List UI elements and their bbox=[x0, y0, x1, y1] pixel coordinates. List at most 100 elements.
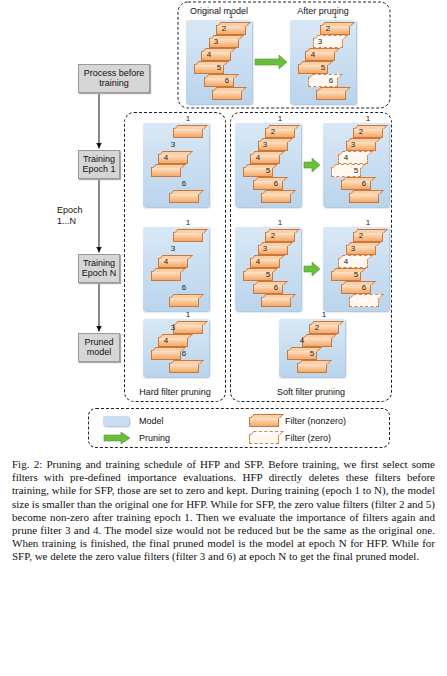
filter-box: 1 bbox=[309, 324, 339, 334]
filter-number: 6 bbox=[156, 350, 212, 358]
filter-box-zero: 2 bbox=[313, 38, 343, 48]
filter-number: 6 bbox=[336, 284, 392, 292]
legend-box: Model Filter (nonzero) Pruning Filter (zero… bbox=[88, 408, 390, 448]
model-panel: 1346 bbox=[143, 319, 209, 377]
filter-box: 6 bbox=[169, 193, 199, 203]
pruning-region: Soft filter pruning123456123456123456123… bbox=[230, 112, 392, 402]
filter-box: 2 bbox=[346, 141, 376, 151]
filter-number: 6 bbox=[248, 180, 304, 188]
panel-heading: After pruning bbox=[276, 6, 370, 17]
filter-box: 5 bbox=[253, 180, 283, 190]
model-panel: 123456 bbox=[235, 123, 301, 207]
filter-number: 3 bbox=[237, 141, 293, 149]
filter-number: 1 bbox=[203, 12, 259, 20]
process-box: Training Epoch 1 bbox=[78, 150, 120, 179]
filter-number: 1 bbox=[296, 311, 352, 319]
filter-number: 6 bbox=[248, 284, 304, 292]
pruning-arrow bbox=[304, 262, 320, 276]
legend-label: Model bbox=[139, 415, 164, 427]
filter-box-zero: 3 bbox=[338, 154, 368, 164]
legend-label: Filter (zero) bbox=[285, 432, 331, 444]
legend-item: Filter (zero) bbox=[249, 432, 389, 444]
filter-number: 5 bbox=[191, 64, 247, 72]
filter-number: 2 bbox=[300, 25, 356, 33]
filter-box: 2 bbox=[258, 245, 288, 255]
filter-box: 2 bbox=[302, 337, 332, 347]
filter-number: 6 bbox=[156, 284, 212, 292]
filter-number: 5 bbox=[295, 64, 351, 72]
before-training-region bbox=[178, 2, 390, 108]
legend-label: Pruning bbox=[139, 432, 170, 444]
filter-number: 1 bbox=[252, 115, 308, 123]
edge-label: Epoch 1...N bbox=[57, 205, 93, 226]
filter-box: 1 bbox=[173, 128, 203, 138]
filter-number: 4 bbox=[274, 337, 330, 345]
filter-box: 3 bbox=[250, 154, 280, 164]
filter-number: 3 bbox=[145, 324, 201, 332]
filter-box: 3 bbox=[305, 51, 335, 61]
filter-number: 5 bbox=[328, 271, 384, 279]
filter-box: 3 bbox=[250, 258, 280, 268]
filter-number: 4 bbox=[318, 258, 374, 266]
filter-number: 6 bbox=[336, 180, 392, 188]
filter-number: 5 bbox=[240, 167, 296, 175]
filter-number: 6 bbox=[199, 77, 255, 85]
filter-number: 5 bbox=[328, 167, 384, 175]
filter-box: 5 bbox=[204, 77, 234, 87]
region-label: Hard filter pruning bbox=[125, 387, 225, 398]
filter-box-zero: 6 bbox=[349, 297, 379, 307]
filter-number: 3 bbox=[325, 245, 381, 253]
model-panel: After pruning123456 bbox=[290, 20, 356, 104]
filter-box: 1 bbox=[173, 232, 203, 242]
filter-box: 1 bbox=[265, 232, 295, 242]
filter-box: 1 bbox=[265, 128, 295, 138]
filter-number: 3 bbox=[237, 245, 293, 253]
legend-label: Filter (nonzero) bbox=[285, 415, 346, 427]
filter-number: 4 bbox=[138, 337, 194, 345]
filter-box: 5 bbox=[341, 180, 371, 190]
process-box: Pruned model bbox=[78, 333, 120, 362]
filter-box-zero: 3 bbox=[338, 258, 368, 268]
filter-number: 3 bbox=[145, 141, 201, 149]
filter-number: 1 bbox=[340, 115, 396, 123]
model-panel: 123456 bbox=[323, 123, 389, 207]
step-label: Pruned model bbox=[81, 337, 117, 358]
filter-box: 3 bbox=[158, 337, 188, 347]
legend-item: Pruning bbox=[103, 432, 243, 444]
process-box: Training Epoch N bbox=[78, 254, 120, 283]
pruning-arrow bbox=[255, 55, 287, 69]
model-panel: 1346 bbox=[143, 227, 209, 311]
filter-box: 6 bbox=[261, 193, 291, 203]
filter-number: 2 bbox=[333, 128, 389, 136]
filter-number: 1 bbox=[160, 115, 216, 123]
step-label: Process before training bbox=[81, 68, 147, 89]
legend-item: Filter (nonzero) bbox=[249, 415, 389, 427]
filter-number: 6 bbox=[156, 180, 212, 188]
filter-box: 2 bbox=[209, 38, 239, 48]
filter-box: 5 bbox=[253, 284, 283, 294]
filter-number: 4 bbox=[181, 51, 237, 59]
filter-number: 3 bbox=[325, 141, 381, 149]
flow-arrow bbox=[99, 179, 100, 253]
step-label: Training Epoch 1 bbox=[81, 154, 117, 175]
filter-box: 6 bbox=[212, 90, 242, 100]
filter-number: 4 bbox=[138, 154, 194, 162]
legend-arrow-shape bbox=[104, 432, 130, 444]
filter-box: 1 bbox=[320, 25, 350, 35]
legend-arrow bbox=[103, 432, 131, 444]
filter-box: 1 bbox=[353, 128, 383, 138]
filter-number: 4 bbox=[138, 258, 194, 266]
pruning-region: Hard filter pruning134613461346 bbox=[124, 112, 226, 402]
filter-number: 3 bbox=[145, 245, 201, 253]
filter-number: 1 bbox=[340, 219, 396, 227]
filter-number: 4 bbox=[318, 154, 374, 162]
filter-number: 3 bbox=[188, 38, 244, 46]
filter-box: 2 bbox=[258, 141, 288, 151]
filter-box: 3 bbox=[158, 258, 188, 268]
filter-box: 6 bbox=[316, 90, 346, 100]
filter-box: 5 bbox=[297, 363, 327, 373]
filter-number: 4 bbox=[285, 51, 341, 59]
filter-box: 4 bbox=[151, 167, 181, 177]
flow-arrow bbox=[99, 93, 100, 149]
model-panel: 1 3 4 6 bbox=[143, 123, 209, 207]
